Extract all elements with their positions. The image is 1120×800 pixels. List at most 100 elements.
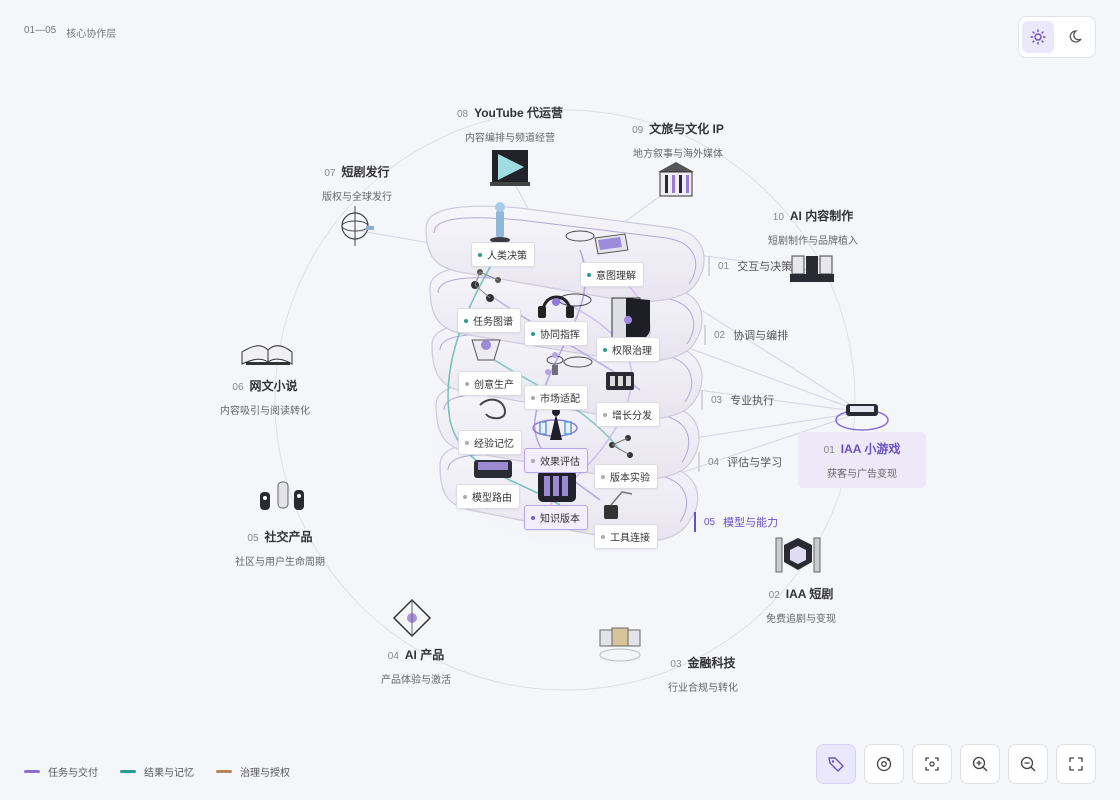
node-subtitle: 免费追剧与变现 [766, 614, 836, 625]
growth-distribution-device [606, 372, 634, 390]
node-title: IAA 短剧 [785, 587, 834, 601]
node-subtitle: 版权与全球发行 [322, 192, 392, 203]
sun-icon [1030, 29, 1046, 45]
node-title: AI 产品 [404, 648, 445, 662]
tag-knowledge-version[interactable]: 知识版本 [524, 505, 588, 530]
node-subtitle: 获客与广告变现 [827, 469, 897, 480]
light-theme-button[interactable] [1022, 21, 1054, 53]
node-subtitle: 内容编排与频道经营 [465, 133, 555, 144]
iaa-mini-game-icon [835, 404, 889, 431]
breadcrumb: 01—05 核心协作层 [24, 25, 116, 40]
creative-cup [471, 339, 501, 361]
focus-icon [925, 757, 939, 771]
node-title: IAA 小游戏 [840, 442, 901, 456]
iaa-short-drama-icon [775, 537, 821, 573]
node-title: 网文小说 [249, 379, 298, 393]
tool-connector [604, 491, 633, 519]
toggle-labels-button[interactable] [816, 744, 856, 784]
tag-creative-production[interactable]: 创意生产 [458, 371, 522, 396]
short-drama-release-icon [341, 206, 374, 246]
tag-version-experiment[interactable]: 版本实验 [594, 464, 658, 489]
tag-tool-connection[interactable]: 工具连接 [594, 524, 658, 549]
fullscreen-button[interactable] [1056, 744, 1096, 784]
node-title: 文旅与文化 IP [649, 122, 724, 136]
social-product-icon [260, 481, 304, 510]
tag-icon [828, 757, 844, 772]
zoom-in-icon [972, 756, 988, 772]
dark-theme-button[interactable] [1060, 21, 1092, 53]
memory-cable [479, 398, 507, 420]
tag-market-adaptation[interactable]: 市场适配 [524, 385, 588, 410]
node-subtitle: 社区与用户生命周期 [235, 557, 325, 568]
zoom-out-button[interactable] [1008, 744, 1048, 784]
legend-item-tasks[interactable]: 任务与交付 [24, 764, 98, 779]
human-decision-figure [490, 202, 510, 243]
version-experiment-nodes [609, 435, 633, 458]
fintech-icon [599, 627, 641, 662]
legend-item-governance[interactable]: 治理与授权 [216, 764, 290, 779]
breadcrumb-range: 01—05 [24, 25, 57, 36]
model-router-device [474, 460, 512, 478]
tag-human-decision[interactable]: 人类决策 [471, 242, 535, 267]
node-title: 短剧发行 [341, 165, 390, 179]
zoom-in-button[interactable] [960, 744, 1000, 784]
node-title: 金融科技 [687, 656, 736, 670]
tag-growth-distribution[interactable]: 增长分发 [596, 402, 660, 427]
tag-permission-governance[interactable]: 权限治理 [596, 337, 660, 362]
evaluation-figure [532, 408, 578, 440]
tag-coordination[interactable]: 协同指挥 [524, 321, 588, 346]
fullscreen-icon [1069, 757, 1083, 771]
tag-experience-memory[interactable]: 经验记忆 [458, 430, 522, 455]
layer-label-01[interactable]: 01 交互与决策 [708, 256, 792, 276]
permission-shield [611, 297, 650, 346]
node-title: AI 内容制作 [789, 209, 854, 223]
youtube-ops-icon [490, 150, 530, 186]
node-title: 社交产品 [264, 530, 313, 544]
moon-icon [1069, 30, 1082, 43]
node-subtitle: 地方叙事与海外媒体 [633, 149, 723, 160]
legend-item-results[interactable]: 结果与记忆 [120, 764, 194, 779]
zoom-out-icon [1020, 756, 1036, 772]
orbit-view-button[interactable] [864, 744, 904, 784]
focus-button[interactable] [912, 744, 952, 784]
tag-task-graph[interactable]: 任务图谱 [457, 308, 521, 333]
ai-product-icon [392, 598, 432, 638]
orbit-icon [876, 756, 892, 772]
tag-intent-understanding[interactable]: 意图理解 [580, 262, 644, 287]
ai-content-production-icon [790, 255, 834, 282]
node-subtitle: 产品体验与激活 [381, 675, 451, 686]
layer-label-05[interactable]: 05 模型与能力 [694, 512, 778, 532]
market-adapt-node [545, 352, 558, 375]
node-title: YouTube 代运营 [474, 106, 563, 120]
web-novel-icon [241, 345, 293, 365]
coordination-headset [538, 295, 574, 318]
layer-label-03[interactable]: 03 专业执行 [701, 390, 774, 410]
breadcrumb-label: 核心协作层 [66, 29, 117, 40]
culture-ip-icon [658, 162, 694, 197]
intent-tablet [594, 233, 629, 255]
tag-effect-evaluation[interactable]: 效果评估 [524, 448, 588, 473]
orbit-ring [274, 109, 856, 691]
tag-model-routing[interactable]: 模型路由 [456, 484, 520, 509]
layer-label-04[interactable]: 04 评估与学习 [698, 452, 782, 472]
legend: 任务与交付 结果与记忆 治理与授权 [24, 764, 290, 779]
layer-label-02[interactable]: 02 协调与编排 [704, 325, 788, 345]
view-toolbar [816, 744, 1096, 784]
node-subtitle: 行业合规与转化 [668, 683, 738, 694]
knowledge-cabinet [538, 470, 576, 502]
theme-toggle [1018, 16, 1096, 58]
node-subtitle: 短剧制作与品牌植入 [768, 236, 858, 247]
task-graph-nodes [471, 269, 501, 302]
node-subtitle: 内容吸引与阅读转化 [220, 406, 310, 417]
